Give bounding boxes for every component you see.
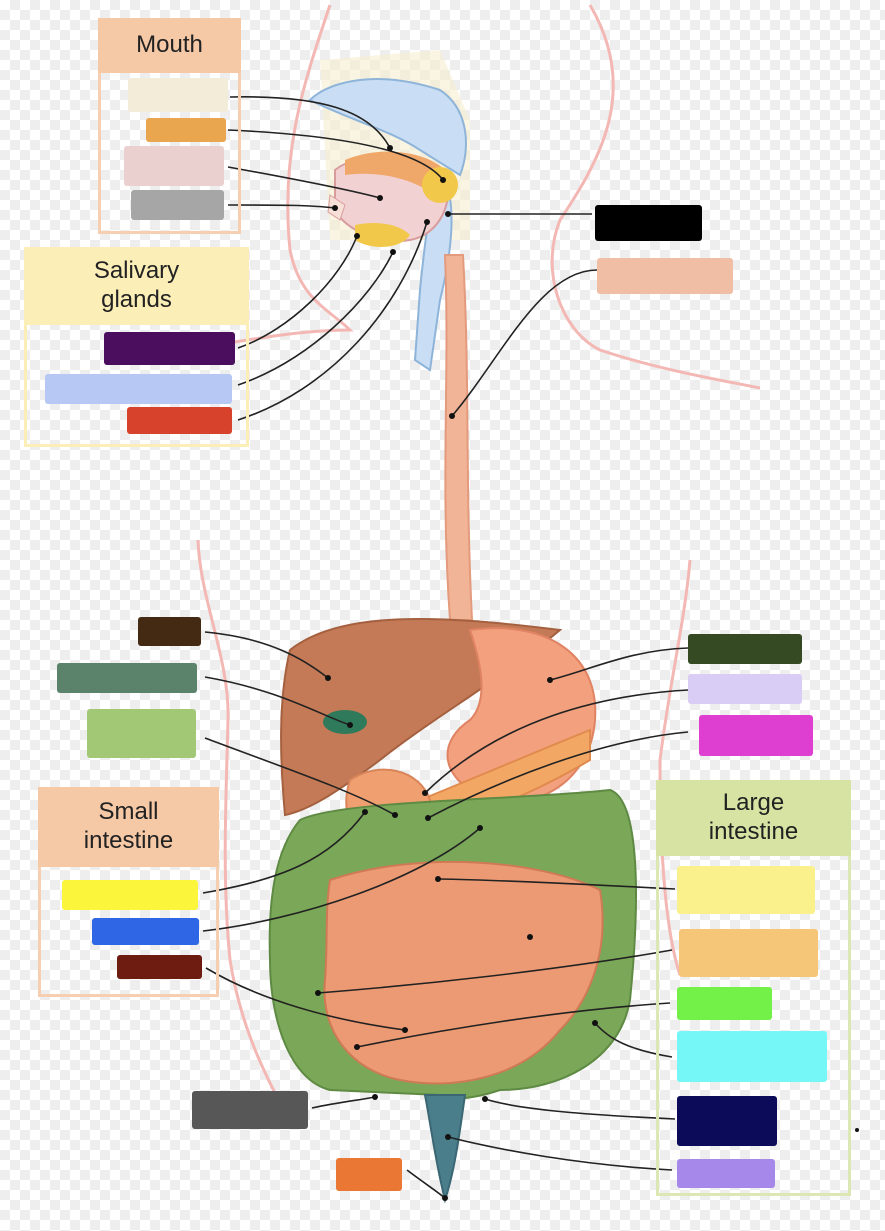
label-slot-mouth-2[interactable] — [146, 118, 226, 142]
label-slot-mouth-4[interactable] — [131, 190, 224, 220]
nasal-cavity — [308, 78, 467, 177]
esophagus-tube — [443, 254, 474, 621]
label-slot-pharynx[interactable] — [595, 205, 702, 241]
label-slot-small-1[interactable] — [62, 880, 198, 910]
label-slot-small-2[interactable] — [92, 918, 199, 945]
body-outline — [196, 4, 761, 1121]
label-slot-large-4[interactable] — [677, 1031, 827, 1082]
label-slot-salivary-2[interactable] — [45, 374, 232, 404]
stray-dot — [855, 1128, 859, 1132]
parotid-gland — [422, 167, 458, 203]
label-slot-large-6[interactable] — [677, 1159, 775, 1188]
label-slot-pancreas[interactable] — [699, 715, 813, 756]
label-slot-large-2[interactable] — [679, 929, 818, 977]
label-slot-appendix[interactable] — [192, 1091, 308, 1129]
label-slot-stomach[interactable] — [688, 634, 802, 664]
mouth-title: Mouth — [98, 18, 241, 73]
label-slot-large-1[interactable] — [677, 866, 815, 914]
label-slot-anus[interactable] — [336, 1158, 402, 1191]
label-slot-large-5[interactable] — [677, 1096, 777, 1146]
label-slot-large-3[interactable] — [677, 987, 772, 1020]
small-intestine-title: Small intestine — [38, 787, 219, 867]
large-intestine-title: Large intestine — [656, 780, 851, 856]
label-slot-salivary-3[interactable] — [127, 407, 232, 434]
label-slot-mouth-1[interactable] — [128, 78, 228, 112]
leader-lines — [202, 96, 689, 1199]
salivary-glands-title: Salivary glands — [24, 247, 249, 325]
rectum-shape — [423, 1094, 467, 1204]
label-slot-spleen[interactable] — [688, 674, 802, 704]
label-slot-duodenum[interactable] — [87, 709, 196, 758]
gallbladder-shape — [323, 710, 367, 734]
sublingual-gland — [355, 223, 410, 247]
anchor-dots — [315, 145, 598, 1201]
label-slot-mouth-3[interactable] — [124, 146, 224, 186]
label-slot-liver[interactable] — [138, 617, 201, 646]
label-slot-small-3[interactable] — [117, 955, 202, 979]
label-slot-gallbladder[interactable] — [57, 663, 197, 693]
label-slot-esophagus[interactable] — [597, 258, 733, 294]
label-slot-salivary-1[interactable] — [104, 332, 235, 365]
